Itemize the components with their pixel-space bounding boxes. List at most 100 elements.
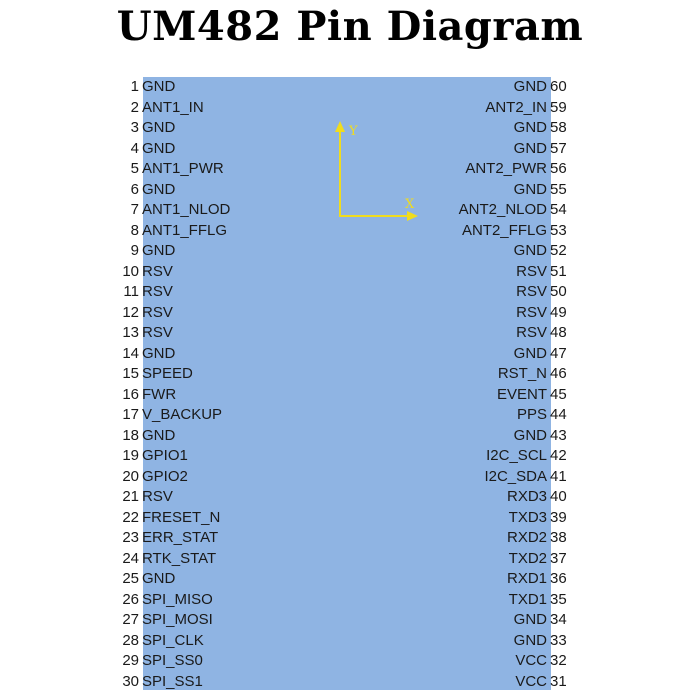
pin-label: SPI_SS0 <box>142 652 203 669</box>
pin-label: GND <box>513 119 547 136</box>
pin-label: RSV <box>142 303 173 321</box>
pin-label: TXD2 <box>508 549 547 567</box>
pin-number: 55 <box>550 180 567 198</box>
pin-label: ANT1_NLOD <box>142 201 231 218</box>
pin-label: ERR_STAT <box>142 529 219 546</box>
pin-label: GND <box>513 631 547 649</box>
pin-number: 47 <box>550 344 567 362</box>
pin-label: RXD3 <box>506 488 547 505</box>
pin-label: GND <box>513 611 547 628</box>
pin-number: 20 <box>122 467 139 485</box>
pin-label: GND <box>513 344 547 362</box>
pin-number: 43 <box>550 426 567 444</box>
pin-label: TXD1 <box>508 590 547 608</box>
pin-number: 28 <box>122 631 139 649</box>
pin-label: VCC <box>515 652 547 669</box>
y-axis-arrowhead <box>335 121 345 132</box>
pin-number: 52 <box>550 242 567 259</box>
pin-label: ANT1_IN <box>142 98 204 116</box>
pin-label: RST_N <box>497 365 547 382</box>
pin-label: RSV <box>142 283 173 300</box>
pin-number: 21 <box>122 488 139 505</box>
pin-number: 37 <box>550 549 567 567</box>
pin-number: 14 <box>122 344 139 362</box>
pin-label: GND <box>142 242 176 259</box>
x-axis-arrowhead <box>407 211 418 221</box>
chip-body <box>143 77 551 690</box>
pin-label: RSV <box>142 488 173 505</box>
pin-number: 42 <box>550 447 567 464</box>
pin-label: ANT2_IN <box>485 98 547 116</box>
pin-number: 16 <box>122 385 139 403</box>
pin-number: 2 <box>130 98 139 116</box>
pin-label: GND <box>142 139 176 157</box>
pin-number: 44 <box>550 406 567 423</box>
pin-number: 50 <box>550 283 567 300</box>
pin-number: 12 <box>122 303 139 321</box>
pin-label: GND <box>513 180 547 198</box>
pin-number: 29 <box>122 652 139 669</box>
x-axis-label: X <box>405 197 415 212</box>
pin-label: RSV <box>516 324 547 341</box>
pin-label: V_BACKUP <box>142 406 223 423</box>
pin-number: 40 <box>550 488 567 505</box>
pin-label: SPI_CLK <box>142 631 204 649</box>
pin-label: SPI_SS1 <box>142 672 203 690</box>
pin-number: 30 <box>122 672 139 690</box>
pin-number: 56 <box>550 160 567 177</box>
pin-label: RSV <box>516 262 547 280</box>
pin-label: TXD3 <box>508 508 547 526</box>
pin-label: ANT2_NLOD <box>458 201 547 218</box>
pin-label: FWR <box>142 385 177 403</box>
pin-number: 15 <box>122 365 139 382</box>
pin-number: 35 <box>550 590 567 608</box>
pin-number: 8 <box>130 221 139 239</box>
pin-label: RXD2 <box>506 529 547 546</box>
pin-label: FRESET_N <box>142 508 221 526</box>
xy-axes-indicator: Y X <box>335 121 418 221</box>
pin-label: GND <box>142 426 176 444</box>
pin-label: I2C_SDA <box>484 467 547 485</box>
pin-number: 57 <box>550 139 567 157</box>
pin-number: 4 <box>130 139 139 157</box>
pin-label: GND <box>142 180 176 198</box>
pin-label: SPI_MOSI <box>142 611 213 628</box>
pin-label: ANT1_PWR <box>142 160 224 177</box>
pin-number: 9 <box>130 242 139 259</box>
pin-label: GND <box>513 139 547 157</box>
pin-number: 13 <box>122 324 139 341</box>
